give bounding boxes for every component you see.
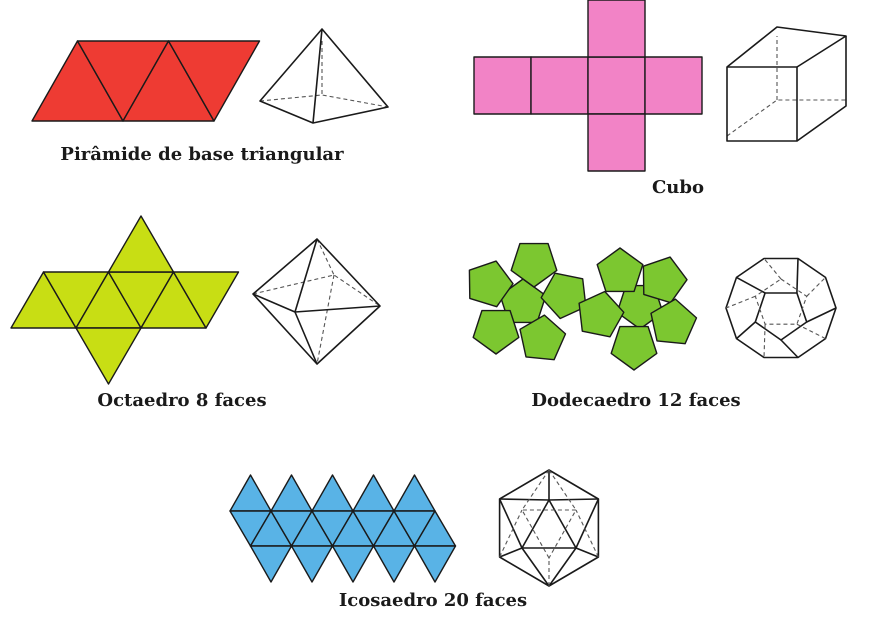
edge [498, 498, 523, 549]
net-face [530, 56, 589, 115]
front-face [754, 292, 808, 341]
octahedron-solid [252, 238, 381, 365]
net-face [610, 325, 658, 371]
back-face [754, 278, 808, 325]
icosahedron-label: Icosaedro 20 faces [339, 590, 527, 611]
edge [548, 498, 599, 501]
net-face [270, 474, 313, 512]
hidden-edge [763, 258, 782, 280]
net-face [578, 290, 625, 338]
edge [521, 547, 550, 587]
net-face [331, 545, 375, 583]
net-face [413, 545, 457, 583]
net-face [172, 271, 240, 329]
outline [725, 257, 837, 359]
net-face [540, 272, 587, 320]
net-face [596, 247, 644, 293]
tetrahedron-net [31, 40, 261, 122]
tetrahedron-label: Pirâmide de base triangular [60, 144, 344, 165]
net-face [473, 56, 532, 115]
net-face [352, 474, 395, 512]
net-face [510, 242, 558, 288]
icosahedron-solid [498, 469, 600, 587]
cube-solid [726, 26, 847, 142]
net-face [587, 56, 646, 115]
net-face [372, 545, 416, 583]
edge [575, 547, 599, 558]
net-face [468, 260, 514, 308]
net-face [75, 327, 142, 385]
net-face [472, 309, 520, 355]
hidden-edge [806, 277, 826, 297]
hidden-edge [548, 469, 577, 511]
net-face [107, 215, 175, 273]
edge [736, 276, 766, 294]
back-triangle [521, 509, 577, 560]
net-face [587, 0, 646, 58]
net-face [519, 314, 567, 361]
hidden-edge [499, 509, 523, 558]
net-face [229, 474, 272, 512]
net-face [167, 40, 261, 122]
cube-net [473, 0, 703, 172]
edge [806, 307, 837, 323]
octahedron-label: Octaedro 8 faces [97, 390, 266, 411]
hidden-edge [796, 323, 826, 340]
edge [575, 498, 600, 549]
net-face [311, 474, 354, 512]
octahedron-net [10, 215, 240, 385]
edge [548, 547, 577, 587]
edge [499, 547, 523, 558]
front-triangle [521, 499, 577, 549]
hidden-edge [521, 469, 550, 511]
net-face [290, 545, 334, 583]
cube-label: Cubo [652, 177, 704, 198]
edge [796, 258, 799, 294]
hidden-edge [725, 295, 756, 309]
net-face [393, 474, 436, 512]
edge [780, 339, 799, 359]
edge [499, 498, 550, 501]
icosahedron-net [229, 474, 457, 583]
edge [735, 321, 756, 340]
dodecahedron-solid [725, 257, 837, 359]
dodecahedron-net [468, 242, 698, 371]
net-face [644, 56, 703, 115]
net-face [642, 256, 688, 304]
net-face [249, 545, 293, 583]
hidden-edge [575, 509, 599, 558]
hidden-edge [763, 324, 766, 358]
dodecahedron-label: Dodecaedro 12 faces [531, 390, 740, 411]
tetrahedron-solid [259, 28, 389, 124]
net-face [650, 298, 698, 345]
net-face [587, 113, 646, 172]
